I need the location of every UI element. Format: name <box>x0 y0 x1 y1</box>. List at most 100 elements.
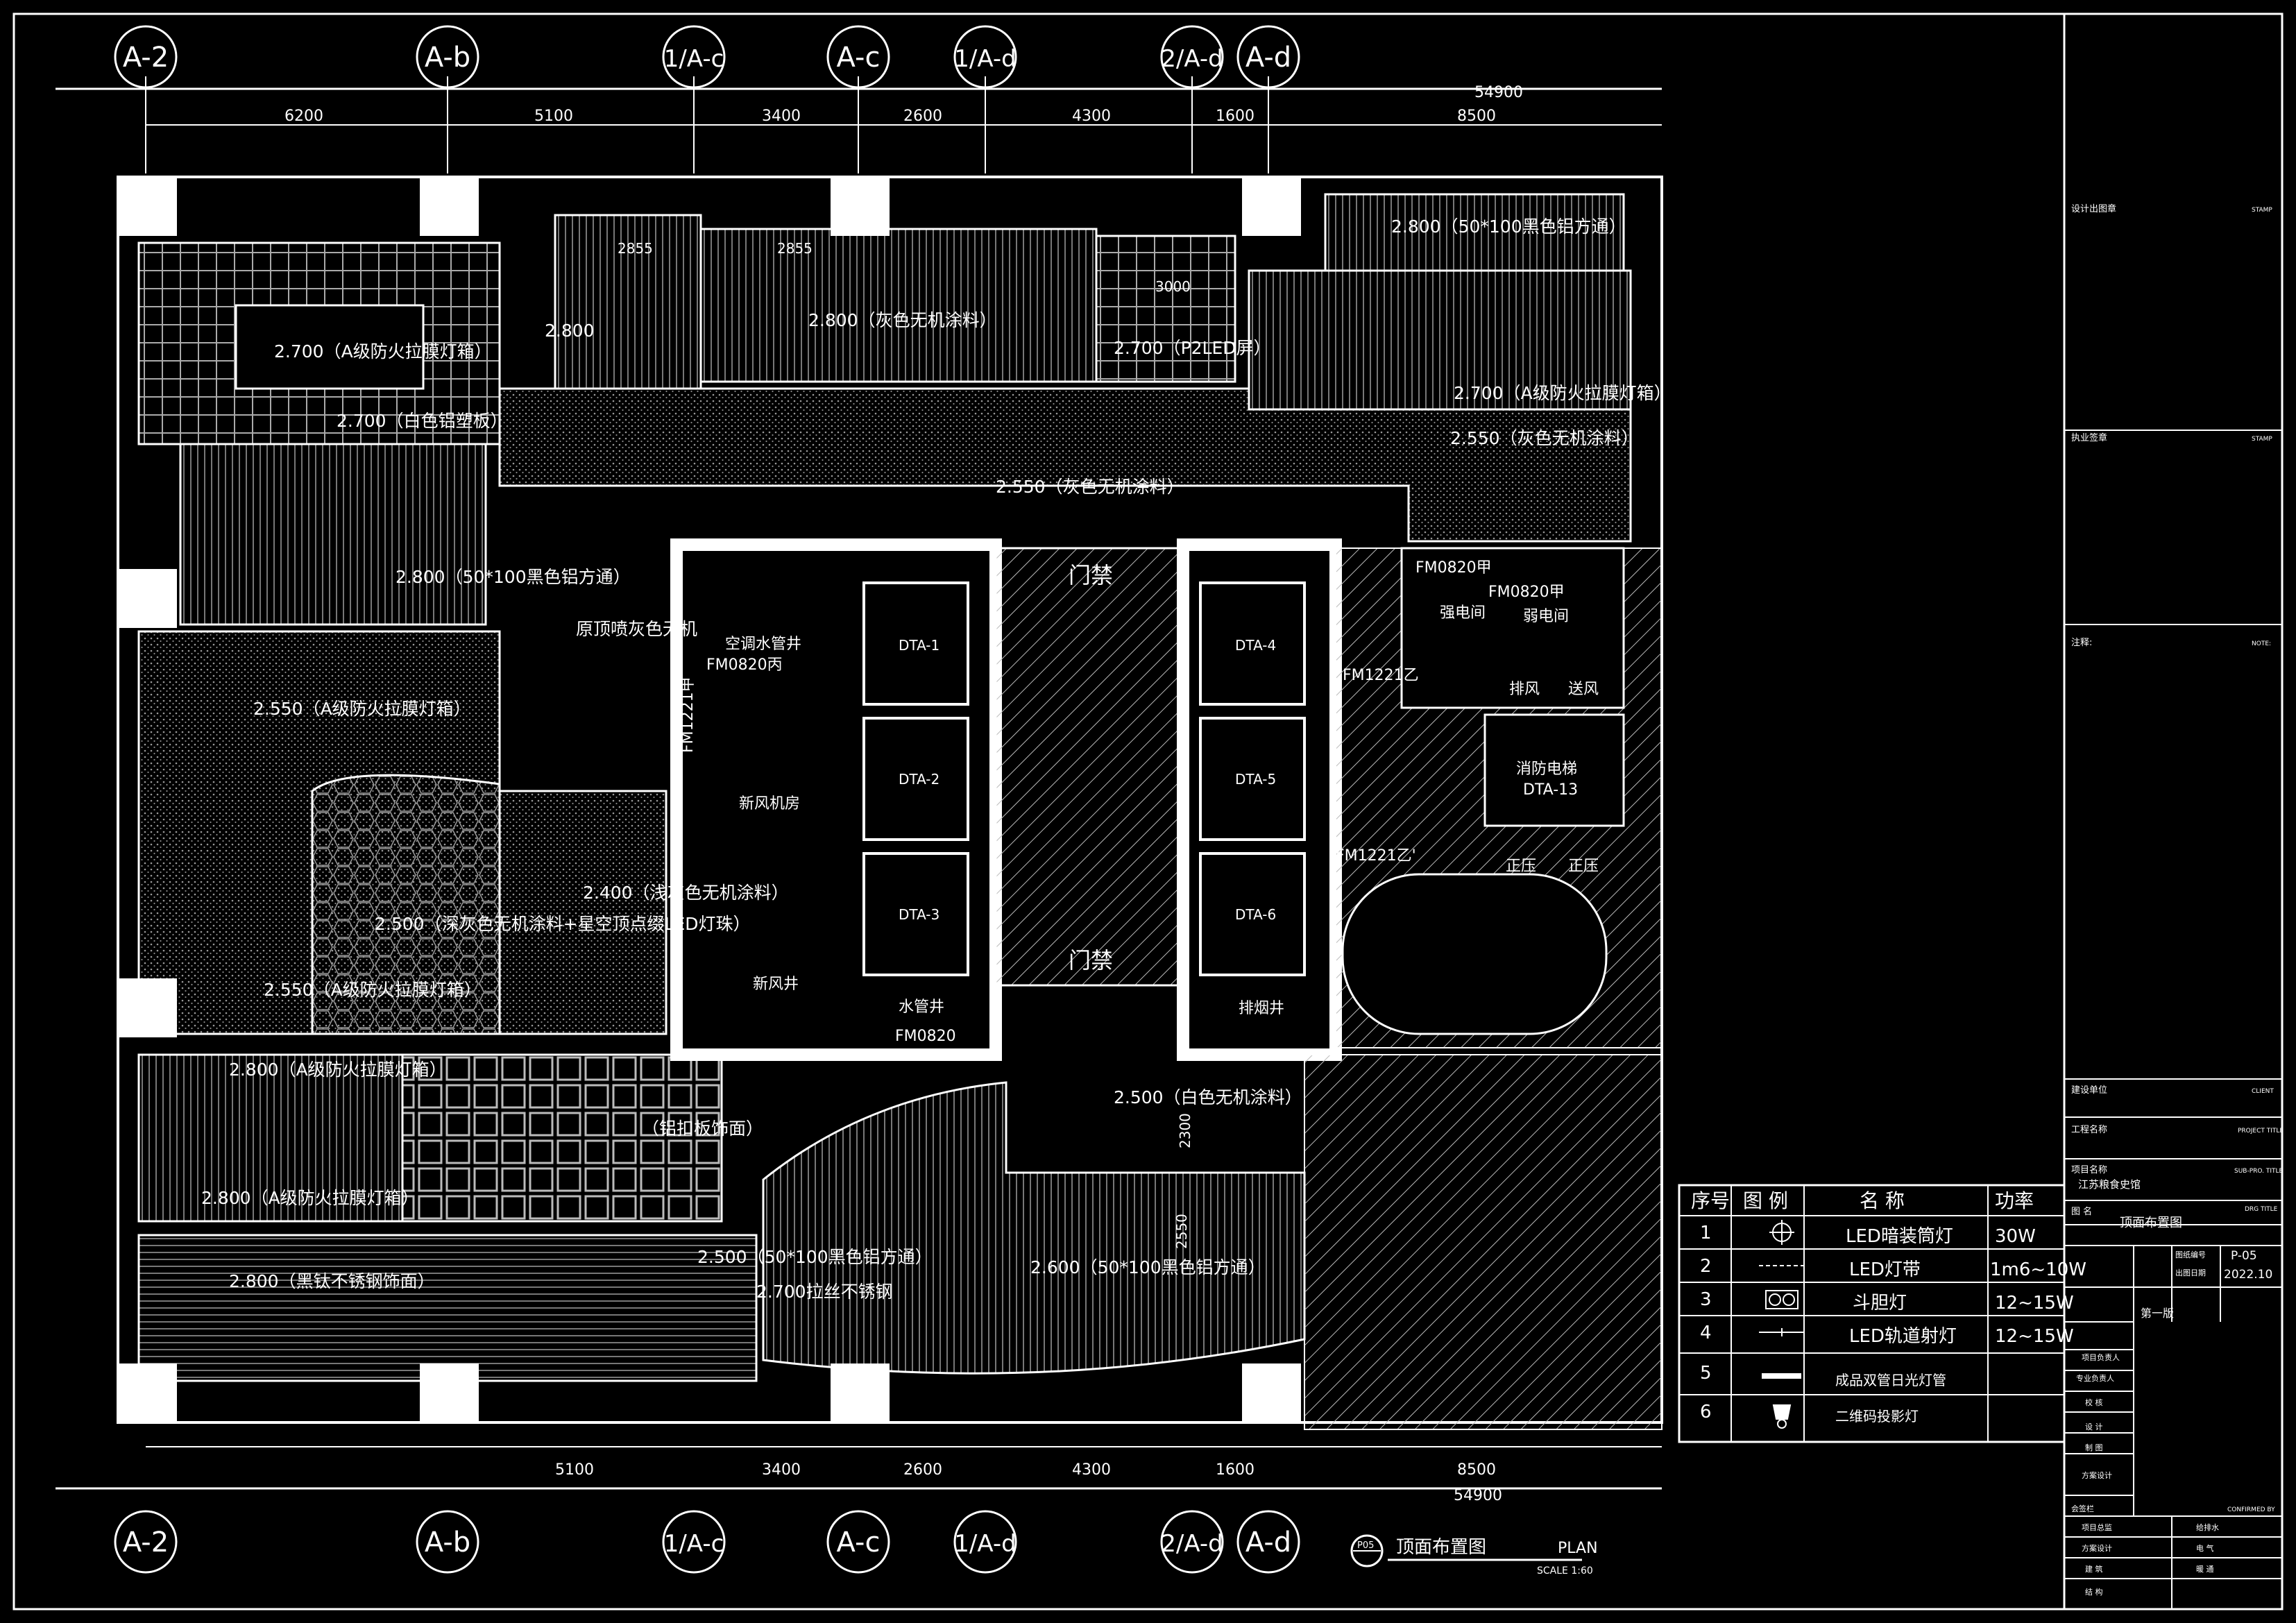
legend-no: 1 <box>1700 1223 1712 1243</box>
label-ceiling: 2.800（黑钛不锈钢饰面） <box>229 1271 435 1291</box>
label-elevator: DTA-5 <box>1235 771 1276 788</box>
dim-top: 2600 <box>903 108 942 125</box>
grid-label: 1/A-d <box>954 1530 1016 1558</box>
label-ceiling: 2.500（白色无机涂料） <box>1114 1087 1302 1107</box>
caption-title-en: PLAN <box>1558 1540 1598 1557</box>
label-ceiling: 2.800（50*100黑色铝方通） <box>1391 216 1626 237</box>
caption-scale: SCALE 1:60 <box>1537 1565 1593 1577</box>
dim-top: 6200 <box>284 108 323 125</box>
fluorescent-tube-icon <box>1762 1373 1801 1379</box>
tb-date: 2022.10 <box>2224 1268 2272 1282</box>
legend-power: 1m6~10W <box>1990 1259 2086 1280</box>
tb-b7: 结 构 <box>2085 1587 2103 1597</box>
tb-client-en: CLIENT <box>2252 1088 2274 1095</box>
tb-design: 设 计 <box>2085 1422 2103 1431</box>
label-ceiling: 2.550（A级防火拉膜灯箱） <box>253 699 471 719</box>
label-ceiling: 2.550（A级防火拉膜灯箱） <box>264 980 482 1000</box>
tb-client: 建设单位 <box>2071 1085 2107 1096</box>
grid-bubble <box>114 1510 178 1574</box>
label-access-control: 门禁 <box>1069 947 1113 974</box>
label-dimension: 2855 <box>777 240 813 257</box>
qr-projector-icon <box>1772 1404 1792 1429</box>
label-room: 弱电间 <box>1523 608 1569 625</box>
legend-name: LED暗装筒灯 <box>1846 1226 1953 1247</box>
legend-header: 序号 <box>1691 1189 1730 1212</box>
dim-bottom: 5100 <box>555 1461 594 1479</box>
tb-stamp: STAMP <box>2252 207 2272 214</box>
grid-bubble <box>826 1510 890 1574</box>
drawing-caption: P05 顶面布置图 PLAN SCALE 1:60 <box>1350 1534 1598 1577</box>
dim-top-total: 54900 <box>1474 84 1523 101</box>
tb-notes: 注释: <box>2071 638 2092 648</box>
label-dimension: 2300 <box>1177 1113 1193 1148</box>
tb-drawing-title-label: 图 名 <box>2071 1206 2092 1217</box>
label-room: 排烟井 <box>1239 1000 1284 1017</box>
caption-code: P05 <box>1357 1540 1374 1551</box>
label-door: FM1221甲 <box>679 677 697 753</box>
tb-stamp: STAMP <box>2252 436 2272 443</box>
dim-top: 3400 <box>762 108 801 125</box>
tb-owner: 项目负责人 <box>2082 1352 2120 1362</box>
grid-bubble <box>1236 1510 1300 1574</box>
grid-label: A-d <box>1245 42 1291 74</box>
label-room: 空调水管井 <box>725 636 801 653</box>
legend-name: LED轨道射灯 <box>1849 1326 1957 1347</box>
legend-no: 6 <box>1700 1402 1712 1422</box>
grid-label: 1/A-d <box>954 45 1016 73</box>
tb-b3: 方案设计 <box>2082 1543 2112 1553</box>
grid-label: A-d <box>1245 1527 1291 1558</box>
label-elevator: DTA-1 <box>899 637 939 654</box>
grid-label: A-b <box>425 42 470 74</box>
legend-table: 序号 图 例 名 称 功率 1 LED暗装筒灯 30W 2 LED灯带 1m6~… <box>1678 1184 2086 1443</box>
label-ceiling: 2.600（50*100黑色铝方通） <box>1030 1257 1266 1277</box>
grid-bubble <box>662 1510 726 1574</box>
tb-date-label: 出图日期 <box>2175 1268 2206 1277</box>
grid-label: A-b <box>425 1527 470 1558</box>
grid-label: A-c <box>837 1527 881 1558</box>
tb-design-stamp: 设计出图章 <box>2071 203 2116 214</box>
grid-label: 1/A-c <box>664 45 724 73</box>
label-door: FM0820 <box>895 1028 956 1045</box>
label-door: FM1221乙' <box>1336 847 1416 865</box>
label-room: 消防电梯 <box>1516 760 1577 778</box>
legend-no: 2 <box>1700 1256 1712 1277</box>
grid-label: A-2 <box>123 42 169 74</box>
label-ceiling: 2.800（A级防火拉膜灯箱） <box>229 1060 447 1080</box>
label-ceiling: 2.800（灰色无机涂料） <box>808 310 997 330</box>
grid-label: 2/A-d <box>1161 1530 1223 1558</box>
tb-check: 校 核 <box>2085 1397 2103 1407</box>
tb-drawing-no-label: 图纸编号 <box>2175 1250 2206 1259</box>
grid-label: A-2 <box>123 1527 169 1558</box>
grid-bubble <box>953 1510 1017 1574</box>
legend-header: 名 称 <box>1860 1189 1905 1212</box>
label-elevator: DTA-2 <box>899 771 939 788</box>
tb-scheme: 方案设计 <box>2082 1470 2112 1480</box>
label-door: FM0820丙 <box>706 656 783 674</box>
dim-bottom: 2600 <box>903 1461 942 1479</box>
label-ceiling: 2.700（白色铝塑板） <box>337 411 508 431</box>
label-room: 排风 <box>1509 681 1540 698</box>
grid-label: 1/A-c <box>664 1530 724 1558</box>
label-ceiling: 2.500（50*100黑色铝方通） <box>697 1247 933 1267</box>
legend-power: 12~15W <box>1995 1326 2074 1347</box>
tb-confirmed: CONFIRMED BY <box>2227 1506 2275 1513</box>
tb-sub-project: 项目名称 <box>2071 1164 2107 1175</box>
dim-top: 4300 <box>1072 108 1111 125</box>
label-dimension: 3000 <box>1155 278 1191 295</box>
dim-bottom: 8500 <box>1457 1461 1496 1479</box>
dim-top: 1600 <box>1216 108 1255 125</box>
title-block <box>2064 430 2282 1609</box>
label-ceiling: 2.800（A级防火拉膜灯箱） <box>201 1188 419 1208</box>
label-door: FM0820甲 <box>1415 559 1492 577</box>
tb-b4: 电 气 <box>2196 1543 2214 1553</box>
label-room: 送风 <box>1568 681 1599 698</box>
dim-bottom: 3400 <box>762 1461 801 1479</box>
label-ceiling: 2.700（A级防火拉膜灯箱） <box>274 341 492 362</box>
label-access-control: 门禁 <box>1069 562 1113 588</box>
label-room: DTA-13 <box>1523 781 1578 799</box>
legend-name: LED灯带 <box>1849 1259 1921 1280</box>
legend-power: 30W <box>1995 1226 2036 1247</box>
legend-name: 斗胆灯 <box>1853 1293 1907 1314</box>
label-room: 正压 <box>1506 858 1536 875</box>
